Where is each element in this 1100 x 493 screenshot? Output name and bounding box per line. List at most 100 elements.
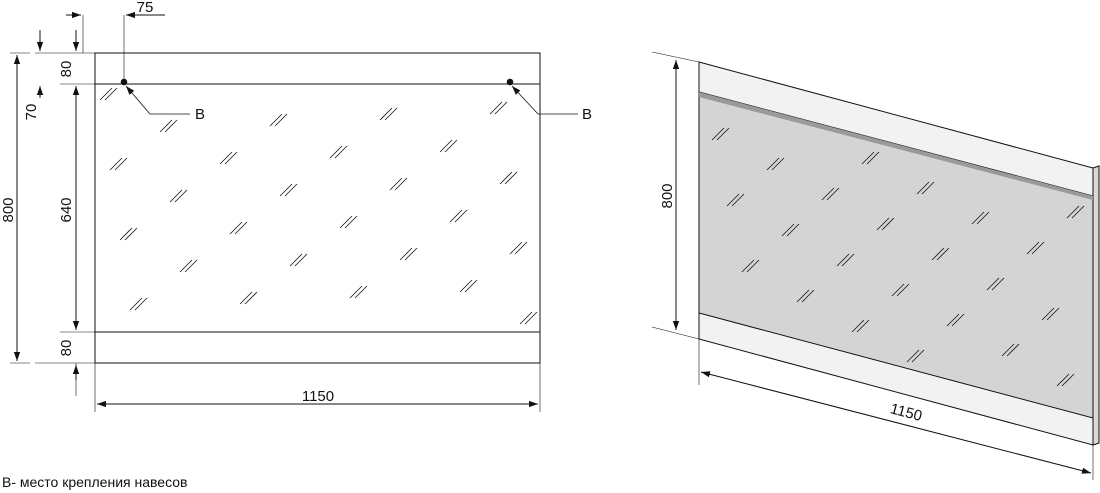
iso-hatch-mark bbox=[801, 289, 815, 303]
iso-hatch-mark bbox=[936, 247, 950, 261]
iso-hatch-mark bbox=[1041, 307, 1055, 321]
hatch-mark bbox=[99, 87, 113, 101]
iso-hatch-mark bbox=[841, 253, 855, 267]
hatch-mark bbox=[389, 177, 403, 191]
legend-note: В- место крепления навесов bbox=[2, 474, 188, 490]
hatch-mark bbox=[339, 215, 353, 229]
hatch-mark bbox=[464, 279, 478, 293]
hatch-mark bbox=[454, 209, 468, 223]
hatch-mark bbox=[494, 101, 508, 115]
iso-hatch-mark bbox=[931, 247, 945, 261]
iso-hatch-mark bbox=[1056, 373, 1070, 387]
iso-hatch-mark bbox=[711, 127, 725, 141]
hatch-mark bbox=[244, 291, 258, 305]
hatch-mark bbox=[274, 113, 288, 127]
iso-hatch-mark bbox=[896, 283, 910, 297]
hatch-mark bbox=[449, 209, 463, 223]
hatch-mark bbox=[164, 119, 178, 133]
hatch-mark bbox=[104, 87, 118, 101]
hatch-mark bbox=[159, 119, 173, 133]
hatch-mark bbox=[384, 107, 398, 121]
label-1150: 1150 bbox=[302, 388, 334, 405]
iso-hatch-mark bbox=[786, 223, 800, 237]
iso-hatch-mark bbox=[731, 193, 745, 207]
front-view bbox=[10, 11, 578, 412]
iso-glass-reflection-hatch bbox=[711, 127, 1085, 387]
hatch-mark bbox=[439, 139, 453, 153]
mount-point-right bbox=[506, 78, 514, 86]
iso-hatch-mark bbox=[1071, 205, 1085, 219]
hatch-mark bbox=[354, 285, 368, 299]
iso-hatch-mark bbox=[1066, 205, 1080, 219]
iso-hatch-mark bbox=[796, 289, 810, 303]
iso-hatch-mark bbox=[986, 277, 1000, 291]
hatch-mark bbox=[169, 189, 183, 203]
hatch-mark bbox=[489, 101, 503, 115]
hatch-mark bbox=[399, 247, 413, 261]
glass-reflection-hatch bbox=[99, 87, 538, 325]
iso-hatch-mark bbox=[951, 313, 965, 327]
iso-hatch-mark bbox=[836, 253, 850, 267]
hatch-mark bbox=[229, 221, 243, 235]
hatch-mark bbox=[394, 177, 408, 191]
hatch-mark bbox=[329, 145, 343, 159]
iso-hatch-mark bbox=[861, 151, 875, 165]
mount-point-left bbox=[120, 78, 128, 86]
hatch-mark bbox=[349, 285, 363, 299]
hatch-mark bbox=[179, 259, 193, 273]
label-800: 800 bbox=[0, 197, 17, 222]
hatch-mark bbox=[379, 107, 393, 121]
hatch-mark bbox=[269, 113, 283, 127]
iso-hatch-mark bbox=[916, 181, 930, 195]
iso-hatch-mark bbox=[866, 151, 880, 165]
hatch-mark bbox=[239, 291, 253, 305]
iso-hatch-mark bbox=[716, 127, 730, 141]
iso-hatch-mark bbox=[921, 181, 935, 195]
iso-hatch-mark bbox=[851, 319, 865, 333]
iso-hatch-mark bbox=[911, 349, 925, 363]
hatch-mark bbox=[279, 183, 293, 197]
iso-hatch-mark bbox=[741, 259, 755, 273]
hatch-mark bbox=[334, 145, 348, 159]
hatch-mark bbox=[119, 227, 133, 241]
hatch-mark bbox=[514, 241, 528, 255]
iso-label-1150: 1150 bbox=[888, 400, 924, 425]
hatch-mark bbox=[344, 215, 358, 229]
hatch-mark bbox=[519, 311, 533, 325]
hatch-mark bbox=[459, 279, 473, 293]
iso-hatch-mark bbox=[826, 187, 840, 201]
iso-label-800: 800 bbox=[659, 183, 676, 208]
iso-hatch-mark bbox=[976, 211, 990, 225]
label-mount-b-right: B bbox=[582, 106, 592, 123]
iso-hatch-mark bbox=[726, 193, 740, 207]
hatch-mark bbox=[224, 151, 238, 165]
hatch-mark bbox=[234, 221, 248, 235]
iso-hatch-mark bbox=[856, 319, 870, 333]
hatch-mark bbox=[294, 253, 308, 267]
label-mount-b-left: B bbox=[195, 106, 205, 123]
label-75: 75 bbox=[137, 0, 154, 16]
hatch-mark bbox=[289, 253, 303, 267]
iso-hatch-mark bbox=[891, 283, 905, 297]
hatch-mark bbox=[134, 297, 148, 311]
iso-hatch-mark bbox=[906, 349, 920, 363]
hatch-mark bbox=[109, 157, 123, 171]
hatch-mark bbox=[184, 259, 198, 273]
hatch-mark bbox=[124, 227, 138, 241]
iso-hatch-mark bbox=[781, 223, 795, 237]
iso-hatch-mark bbox=[946, 313, 960, 327]
iso-view bbox=[651, 51, 1100, 480]
iso-hatch-mark bbox=[876, 217, 890, 231]
hatch-mark bbox=[509, 241, 523, 255]
iso-hatch-mark bbox=[1026, 241, 1040, 255]
iso-hatch-mark bbox=[881, 217, 895, 231]
hatch-mark bbox=[504, 171, 518, 185]
mirror-frame-outline bbox=[94, 52, 541, 364]
iso-hatch-mark bbox=[971, 211, 985, 225]
label-bottom-80: 80 bbox=[58, 340, 75, 357]
iso-frame-side bbox=[1092, 165, 1100, 446]
label-70: 70 bbox=[23, 104, 40, 121]
label-top-80: 80 bbox=[58, 61, 75, 78]
iso-hatch-mark bbox=[746, 259, 760, 273]
